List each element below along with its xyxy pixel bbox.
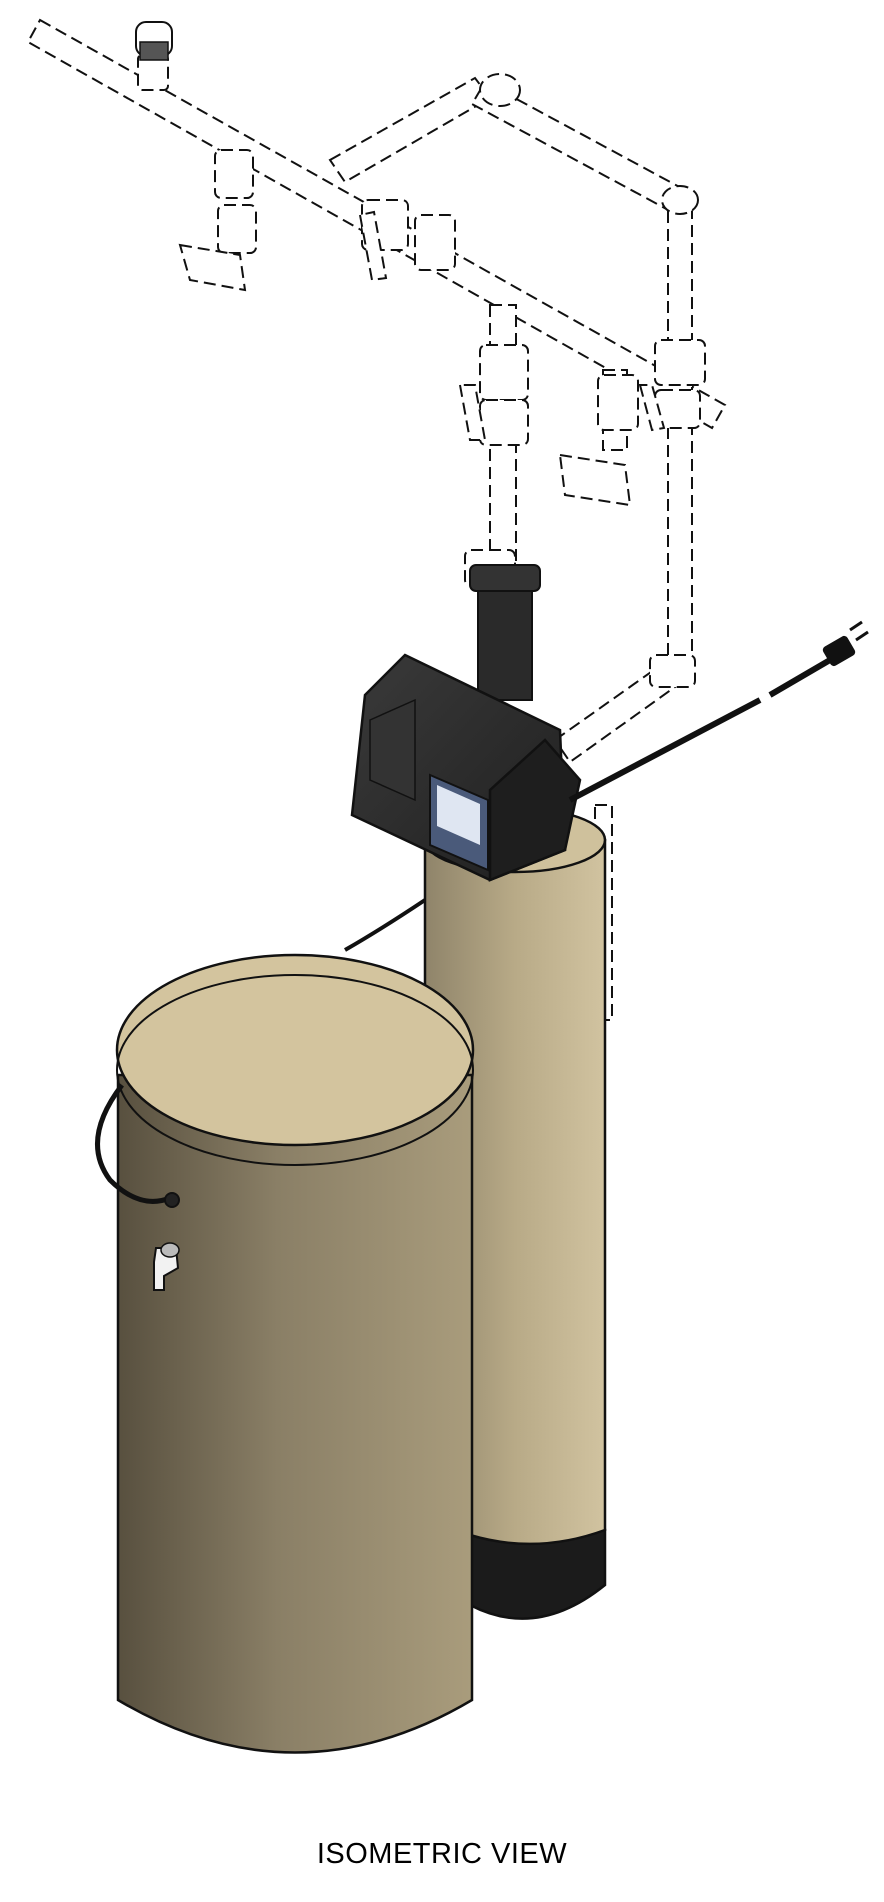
tank-base: [468, 1528, 607, 1620]
loop-riser-right: [667, 194, 693, 681]
overflow-port: [164, 1192, 180, 1208]
view-caption: ISOMETRIC VIEW: [316, 1838, 568, 1870]
valve-display-highlight: [437, 785, 480, 845]
brine-line: [344, 898, 427, 952]
valve-riser-body: [477, 579, 533, 701]
valve-front-panel: [369, 698, 416, 802]
power-cord: [568, 620, 869, 803]
brine-tank-body: [116, 1073, 474, 1754]
valve-head-side: [488, 738, 582, 882]
brine-tank-lid: [115, 953, 475, 1147]
brine-tank: [95, 953, 475, 1754]
bypass-valve-icon: [178, 210, 666, 507]
loop-pipe-upper: [328, 76, 492, 184]
brine-tank-lid-rim: [116, 974, 474, 1166]
power-plug-icon: [822, 620, 869, 667]
drain-fitting-icon: [153, 1242, 180, 1291]
plumbing-piping: [26, 18, 727, 1021]
control-valve: [350, 564, 582, 882]
overflow-tube: [95, 1083, 171, 1204]
valve-riser-cap: [469, 564, 541, 592]
header-cap: [135, 21, 173, 61]
